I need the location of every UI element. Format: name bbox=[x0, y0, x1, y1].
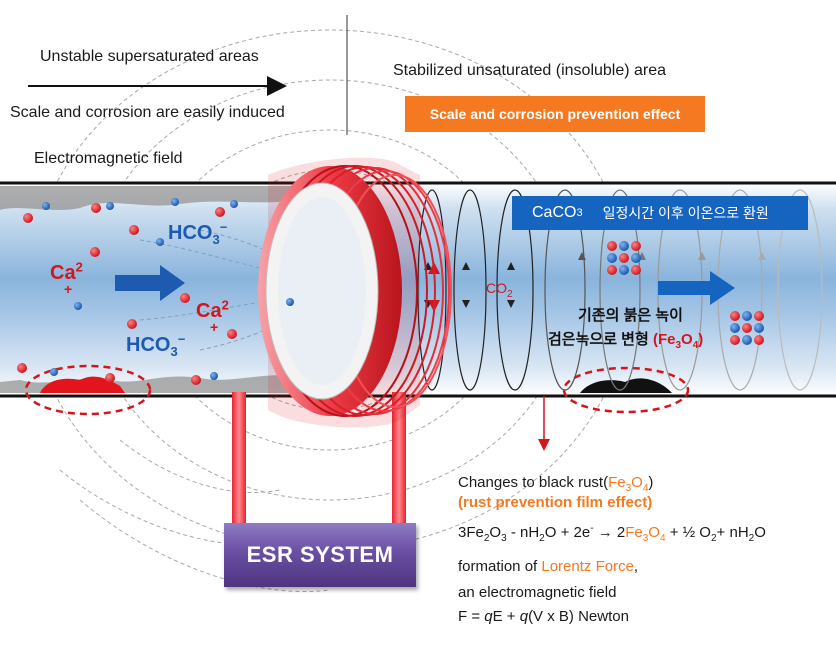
black-rust-highlight bbox=[562, 366, 690, 414]
esr-system-unit: ESR SYSTEM bbox=[224, 523, 416, 587]
scale-induced-label: Scale and corrosion are easily induced bbox=[10, 104, 285, 121]
calcium-ion-label-right: Ca2 + bbox=[196, 297, 229, 335]
em-field-label: Electromagnetic field bbox=[34, 150, 183, 167]
bicarbonate-label-bottom: HCO3− bbox=[126, 331, 186, 359]
calcium-ion-label-left: Ca2 + bbox=[50, 259, 83, 297]
rust-korean-line2: 검은녹으로 변형 (Fe3O4) bbox=[548, 331, 704, 351]
em-field-note: an electromagnetic field bbox=[458, 584, 617, 601]
red-rust-highlight bbox=[24, 364, 152, 416]
crystal-cluster-bottom bbox=[730, 311, 764, 345]
esr-leg-right bbox=[392, 392, 406, 528]
rust-film-note: (rust prevention film effect) bbox=[458, 494, 653, 511]
crystal-cluster-top bbox=[607, 241, 641, 275]
flow-arrow-left bbox=[115, 265, 185, 301]
stabilized-area-label: Stabilized unsaturated (insoluble) area bbox=[393, 62, 667, 79]
lorentz-formula: F = qE + q(V x B) Newton bbox=[458, 608, 629, 625]
bicarbonate-label-top: HCO3− bbox=[168, 219, 228, 247]
co2-label: CO2 bbox=[486, 280, 513, 300]
red-rust-deposit bbox=[40, 376, 125, 393]
flow-arrow-right bbox=[658, 271, 735, 305]
prevention-effect-badge: Scale and corrosion prevention effect bbox=[405, 96, 705, 132]
unstable-area-label: Unstable supersaturated areas bbox=[40, 48, 259, 65]
ion-particles bbox=[17, 198, 294, 385]
rust-korean-line1: 기존의 붉은 녹이 bbox=[578, 307, 683, 324]
scale-top bbox=[0, 186, 300, 210]
lorentz-force-note: formation of Lorentz Force, bbox=[458, 558, 639, 575]
black-rust-note: Changes to black rust(Fe3O4) bbox=[458, 474, 654, 494]
reaction-equation: 3Fe2O3 - nH2O + 2e- → 2Fe3O4 + ½ O2+ nH2… bbox=[458, 523, 766, 544]
esr-leg-left bbox=[232, 392, 246, 528]
electromagnetic-coil bbox=[258, 157, 452, 428]
